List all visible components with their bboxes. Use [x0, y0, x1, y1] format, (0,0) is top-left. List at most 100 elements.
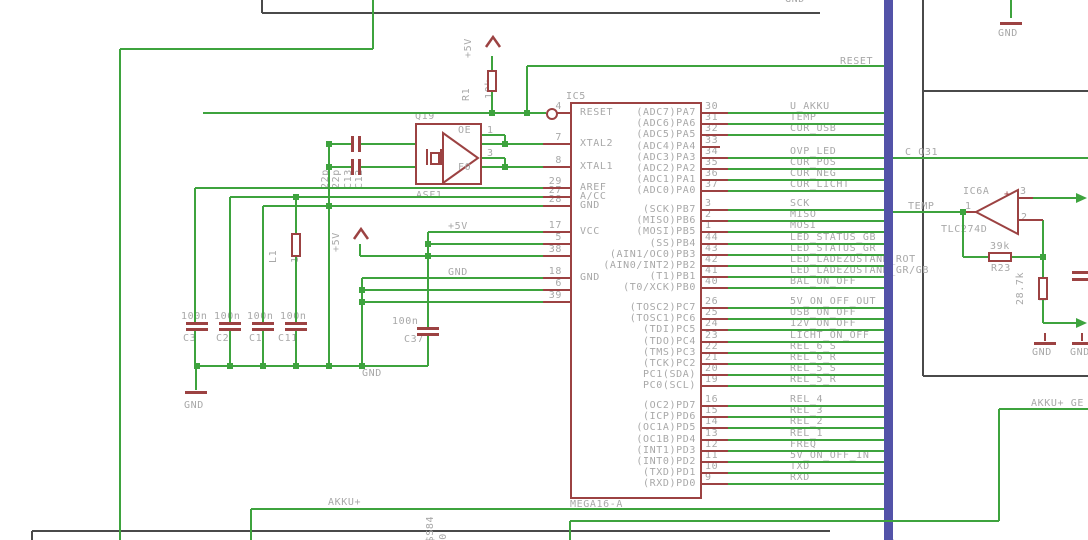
wire-segment: [728, 329, 884, 332]
crystal-body: [430, 152, 440, 165]
junction-dot: [359, 299, 365, 305]
capacitor-c37[interactable]: [417, 327, 439, 330]
pin-lead: [702, 449, 728, 452]
net-label: REL_2: [790, 416, 824, 428]
wire-segment: [728, 483, 884, 486]
wire-segment: [728, 265, 884, 267]
pin-function-label: (ADC5)PA5: [636, 129, 696, 141]
wire-segment: [119, 49, 121, 540]
capacitor[interactable]: [285, 328, 307, 331]
pin-function-label: AREF: [580, 182, 607, 193]
junction-dot: [524, 110, 530, 116]
gnd-symbol: [1072, 342, 1088, 345]
label-ic5_ref: IC5: [566, 91, 586, 102]
frame-line: [32, 530, 830, 532]
wire-segment: [482, 157, 505, 159]
junction-dot: [425, 241, 431, 247]
junction-dot: [326, 363, 332, 369]
pin-number: 42: [705, 254, 719, 265]
pin-number: 40: [705, 276, 719, 288]
pin-number: 36: [705, 168, 719, 180]
capacitor-22p[interactable]: [358, 159, 361, 175]
resistor-r23[interactable]: [988, 252, 1012, 262]
pin-function-label: (TCK)PC2: [643, 358, 696, 369]
capacitor-22p[interactable]: [351, 136, 354, 152]
pin-function-label: (ICP)PD6: [643, 411, 696, 423]
capacitor-c37[interactable]: [417, 333, 439, 336]
pin-lead: [702, 190, 728, 193]
wire-segment: [195, 366, 197, 390]
capacitor[interactable]: [219, 328, 241, 331]
wire-segment: [728, 220, 884, 223]
net-label: 12V_ON_OFF: [790, 318, 857, 330]
frame-line: [923, 90, 1088, 92]
net-label: 5V_ON_OFF_IN: [790, 450, 870, 461]
pin-lead: [702, 134, 728, 137]
capacitor-clipped[interactable]: [1072, 278, 1088, 281]
wire-segment: [893, 211, 963, 213]
gnd-symbol: [1034, 342, 1056, 345]
pin-function-label: (MISO)PB6: [636, 215, 696, 227]
pin-lead: [543, 277, 570, 279]
pin-lead: [702, 363, 728, 365]
capacitor[interactable]: [285, 322, 307, 325]
pin-lead: [543, 143, 570, 145]
resistor-r24[interactable]: [1038, 277, 1048, 300]
inductor-l1[interactable]: [291, 233, 301, 257]
pin-number: 5: [555, 232, 562, 243]
net-label: REL_1: [790, 427, 824, 439]
junction-dot: [227, 363, 233, 369]
label-c100n: 100n: [280, 311, 307, 322]
pin-lead: [702, 253, 728, 256]
opamp-triangle: [973, 188, 1019, 236]
label-r24_val: 28.7k: [1015, 271, 1026, 305]
pin-function-label: (AIN1/OC0)PB3: [609, 248, 696, 260]
capacitor-clipped[interactable]: [1072, 271, 1088, 274]
label-c1: C1: [249, 333, 263, 344]
frame-line: [31, 531, 33, 540]
label-q19_p1: 1: [487, 125, 494, 136]
wire-segment: [360, 255, 543, 257]
wire-segment: [194, 188, 196, 322]
wire-segment: [962, 212, 964, 257]
ic5-body[interactable]: [570, 102, 702, 499]
junction-dot: [293, 194, 299, 200]
pin-lead: [1081, 333, 1083, 341]
pin-number: 28: [548, 194, 562, 205]
pin-number: 25: [705, 307, 719, 319]
wire-segment: [263, 205, 543, 207]
label-ic5_part: MEGA16-A: [570, 499, 623, 510]
wire-segment: [1042, 257, 1044, 277]
label-q19_p3: 3: [487, 148, 494, 159]
capacitor[interactable]: [252, 322, 274, 325]
wire-segment: [893, 157, 1088, 159]
wire-segment: [251, 508, 884, 510]
wire-segment: [1042, 300, 1044, 323]
capacitor[interactable]: [219, 322, 241, 325]
wire-segment: [428, 231, 543, 233]
pin-lead: [702, 329, 728, 332]
pin-lead: [702, 340, 728, 343]
wire-segment: [195, 187, 543, 189]
pin-lead: [702, 405, 728, 407]
junction-dot: [326, 203, 332, 209]
net-label: REL_6_S: [790, 340, 837, 352]
net-label: REL_5_S: [790, 363, 837, 375]
capacitor[interactable]: [186, 322, 208, 325]
pin-number: 17: [548, 220, 562, 231]
capacitor[interactable]: [186, 328, 208, 331]
capacitor-22p[interactable]: [358, 136, 361, 152]
pin-function-label: GND: [580, 272, 600, 283]
resistor-r1[interactable]: [487, 70, 497, 92]
junction-dot: [293, 363, 299, 369]
wire-segment: [728, 168, 884, 170]
pin-lead: [702, 307, 728, 309]
capacitor[interactable]: [252, 328, 274, 331]
net-label: CUR_USB: [790, 123, 837, 135]
junction-dot: [960, 209, 966, 215]
frame-line: [922, 0, 924, 376]
capacitor-22p[interactable]: [351, 159, 354, 175]
pin-function-label: (SCK)PB7: [643, 204, 696, 215]
wire-segment: [328, 144, 330, 366]
